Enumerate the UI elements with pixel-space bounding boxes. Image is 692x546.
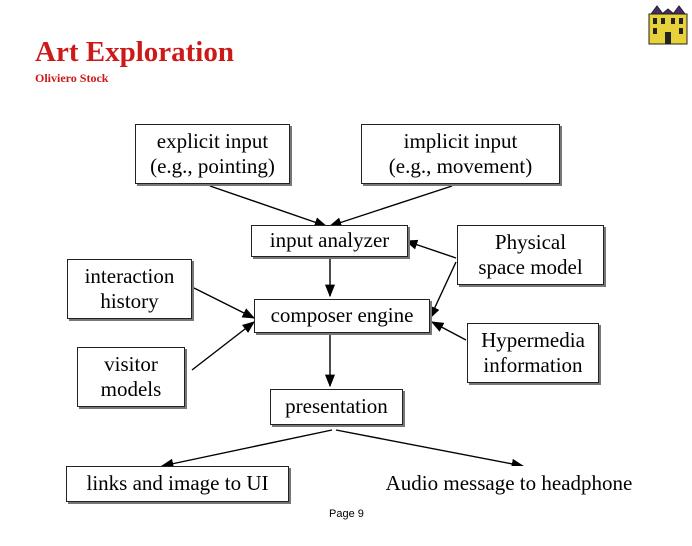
interaction-history-line2: history xyxy=(100,289,159,313)
visitor-models-line2: models xyxy=(100,377,162,401)
explicit-input-example: (e.g., pointing) xyxy=(150,154,275,178)
author-name: Oliviero Stock xyxy=(35,71,109,85)
arrow-history-to-composer xyxy=(193,287,256,319)
links-and-image-label: links and image to UI xyxy=(86,471,269,496)
physical-space-model-line1: Physical xyxy=(494,229,567,254)
physical-space-model-box: Physical space model xyxy=(457,225,604,285)
explicit-input-box: explicit input (e.g., pointing) xyxy=(135,124,290,184)
physical-space-model-line2: space model xyxy=(478,255,583,279)
interaction-history-line1: interaction xyxy=(84,263,175,288)
implicit-input-label: implicit input xyxy=(403,128,518,153)
presentation-label: presentation xyxy=(285,394,388,419)
hypermedia-information-box: Hypermedia information xyxy=(467,323,599,383)
castle-building-icon xyxy=(648,5,688,45)
arrow-implicit-to-analyzer xyxy=(328,185,453,228)
implicit-input-example: (e.g., movement) xyxy=(388,154,533,178)
input-analyzer-box: input analyzer xyxy=(251,225,408,257)
arrow-physical-to-composer xyxy=(429,261,457,320)
arrow-hypermedia-to-composer xyxy=(430,321,467,341)
hypermedia-information-line1: Hypermedia xyxy=(481,327,585,352)
arrow-presentation-to-links xyxy=(160,429,333,469)
input-analyzer-label: input analyzer xyxy=(269,228,390,253)
visitor-models-box: visitor models xyxy=(77,347,185,407)
arrow-presentation-to-audio xyxy=(335,429,525,469)
links-and-image-box: links and image to UI xyxy=(66,466,289,502)
composer-engine-label: composer engine xyxy=(270,303,414,328)
arrow-physical-to-analyzer xyxy=(404,239,457,259)
interaction-history-box: interaction history xyxy=(67,259,192,319)
visitor-models-line1: visitor xyxy=(104,351,158,376)
explicit-input-label: explicit input xyxy=(156,128,269,153)
audio-message-box: Audio message to headphone xyxy=(361,466,657,502)
composer-engine-box: composer engine xyxy=(254,299,430,333)
hypermedia-information-line2: information xyxy=(483,353,583,377)
arrow-explicit-to-analyzer xyxy=(209,185,328,228)
implicit-input-box: implicit input (e.g., movement) xyxy=(361,124,560,184)
page-number: Page 9 xyxy=(329,508,364,520)
presentation-box: presentation xyxy=(270,389,403,425)
page-title: Art Exploration xyxy=(35,36,234,68)
arrow-visitor-to-composer xyxy=(191,321,255,371)
audio-message-label: Audio message to headphone xyxy=(385,471,633,496)
